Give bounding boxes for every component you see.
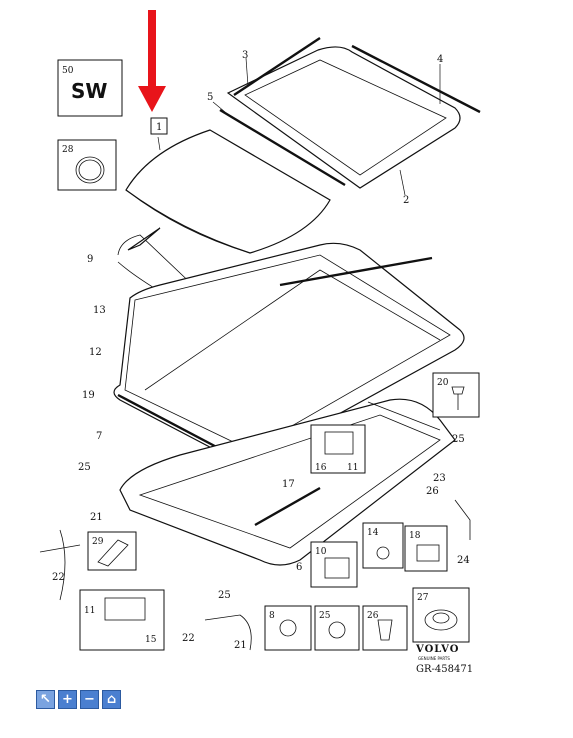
red-arrow-icon: [138, 10, 166, 112]
callout-25c: 25: [218, 590, 231, 601]
svg-text:1: 1: [156, 122, 162, 133]
callout-7: 7: [96, 431, 102, 442]
select-tool-button[interactable]: ↖: [36, 690, 55, 709]
sw-box: 50 SW: [57, 59, 123, 117]
home-button[interactable]: ⌂: [102, 690, 121, 709]
minus-icon: −: [84, 692, 95, 707]
part-1-label[interactable]: 1: [150, 117, 168, 135]
part-18-box[interactable]: 18: [404, 525, 448, 572]
callout-21: 21: [90, 512, 103, 523]
callout-4: 4: [437, 54, 443, 65]
part-14-box[interactable]: 14: [362, 522, 404, 569]
zoom-out-button[interactable]: −: [80, 690, 99, 709]
callout-labels: 3 4 5 2 9 13 12 19 7 25 21 22 17 6 25 23…: [52, 50, 470, 651]
svg-text:VOLVO: VOLVO: [415, 644, 459, 655]
svg-text:26: 26: [367, 611, 379, 621]
part-16-box[interactable]: 16 11: [310, 424, 366, 474]
svg-text:29: 29: [92, 537, 104, 547]
svg-text:GR-458471: GR-458471: [416, 664, 473, 675]
callout-22: 22: [52, 572, 65, 583]
callout-9: 9: [87, 254, 93, 265]
svg-text:20: 20: [437, 378, 449, 388]
part-8-box[interactable]: 8: [264, 605, 312, 651]
part-29-box[interactable]: 29: [87, 531, 137, 571]
svg-text:11: 11: [84, 606, 95, 616]
sunroof-cassette: [113, 242, 465, 464]
callout-3: 3: [242, 50, 248, 61]
callout-19: 19: [82, 390, 95, 401]
callout-26: 26: [426, 486, 439, 497]
svg-text:GENUINE PARTS: GENUINE PARTS: [418, 656, 450, 661]
part-25-box[interactable]: 25: [314, 605, 360, 651]
svg-text:8: 8: [269, 611, 275, 621]
part-10-box[interactable]: 10: [310, 541, 358, 588]
callout-2: 2: [403, 195, 409, 206]
svg-text:18: 18: [409, 531, 421, 541]
svg-text:27: 27: [417, 593, 429, 603]
svg-text:16: 16: [315, 463, 327, 473]
cursor-icon: ↖: [40, 692, 51, 707]
callout-25b: 25: [452, 434, 465, 445]
part-27-box[interactable]: 27: [412, 587, 470, 643]
svg-text:28: 28: [62, 145, 74, 155]
callout-6: 6: [296, 562, 302, 573]
part-20-box[interactable]: 20: [432, 372, 480, 418]
callout-12: 12: [89, 347, 102, 358]
callout-22b: 22: [182, 633, 195, 644]
part-26-box[interactable]: 26: [362, 605, 408, 651]
volvo-brand: VOLVO GENUINE PARTS GR-458471: [415, 644, 473, 675]
svg-text:14: 14: [367, 528, 379, 538]
callout-17: 17: [282, 479, 295, 490]
callout-23: 23: [433, 473, 446, 484]
callout-21b: 21: [234, 640, 247, 651]
svg-text:50: 50: [62, 66, 74, 76]
plus-icon: +: [62, 692, 73, 707]
svg-text:15: 15: [145, 635, 157, 645]
callout-5: 5: [207, 92, 213, 103]
callout-24: 24: [457, 555, 470, 566]
svg-text:10: 10: [315, 547, 327, 557]
callout-13: 13: [93, 305, 106, 316]
home-icon: ⌂: [106, 692, 117, 707]
zoom-toolbar: ↖ + − ⌂: [36, 690, 121, 710]
svg-text:25: 25: [319, 611, 331, 621]
callout-25: 25: [78, 462, 91, 473]
part-11-box[interactable]: 11 15: [79, 589, 165, 651]
part-28-box[interactable]: 28: [57, 139, 117, 191]
zoom-in-button[interactable]: +: [58, 690, 77, 709]
roof-frame: [212, 36, 481, 196]
svg-text:SW: SW: [71, 79, 107, 103]
glass-panel: [125, 129, 331, 254]
svg-text:11: 11: [347, 463, 358, 473]
lower-mechanism: [39, 398, 471, 651]
